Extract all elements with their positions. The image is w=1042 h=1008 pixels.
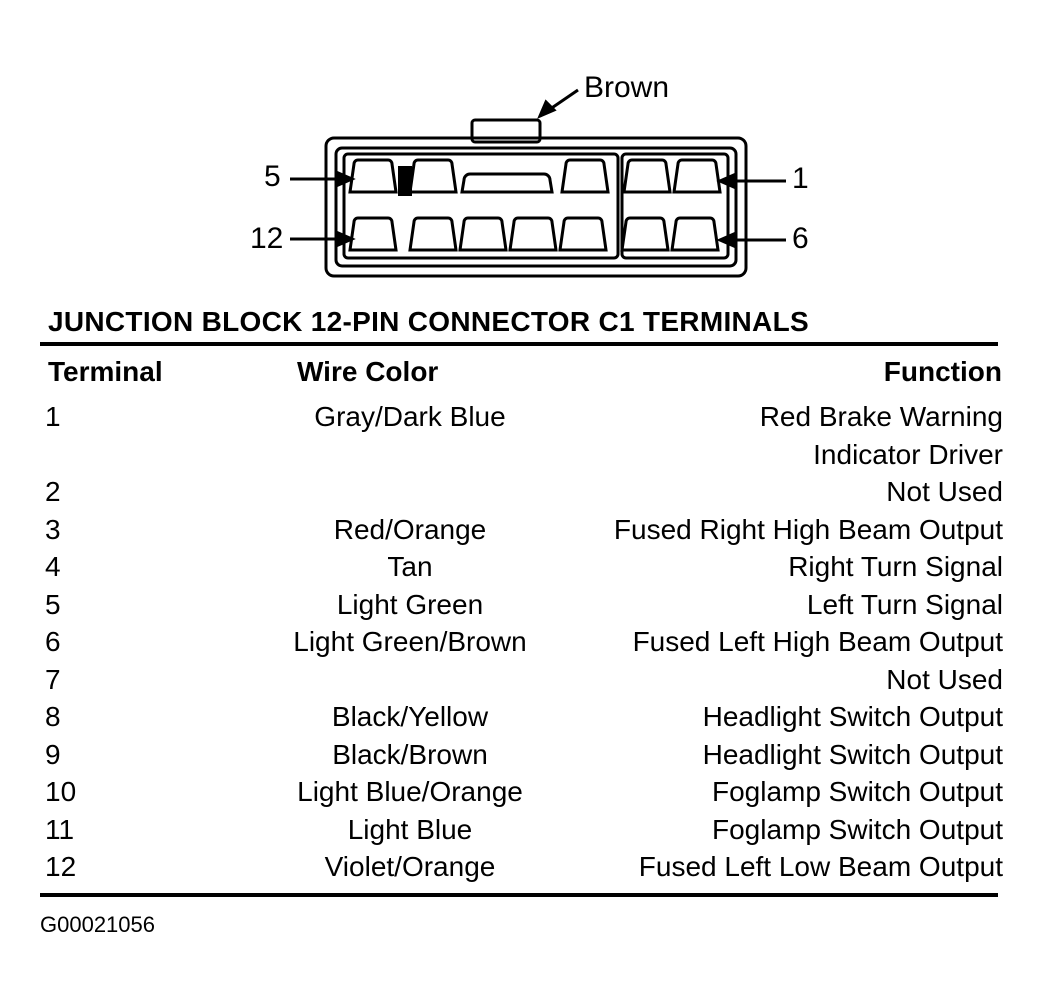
terminal-function: Fused Left High Beam Output <box>632 626 1003 657</box>
terminal-number: 3 <box>45 513 61 545</box>
terminal-number: 6 <box>45 626 61 657</box>
pin-12-cavity <box>348 216 398 252</box>
terminal-number: 9 <box>45 738 61 770</box>
table-row: 3 Red/Orange Fused Right High Beam Output <box>45 511 1003 549</box>
terminal-number: 11 <box>45 813 75 845</box>
terminal-function: Not Used <box>886 476 1003 507</box>
terminal-function: Foglamp Switch Output <box>711 776 1003 807</box>
terminal-number: 10 <box>45 776 77 807</box>
terminal-number: 4 <box>45 551 61 582</box>
wire-color: Gray/Dark Blue <box>314 401 506 432</box>
wire-color: Light Green <box>336 588 484 620</box>
pin-8-cavity <box>558 216 608 252</box>
pin-3-cavity <box>460 172 554 194</box>
connector-key <box>398 166 412 196</box>
pin-11-cavity <box>408 216 458 252</box>
brown-callout-arrowhead <box>537 99 557 119</box>
connector-housing <box>324 136 748 278</box>
terminal-function: Headlight Switch Output <box>702 738 1003 770</box>
terminal-function: Red Brake Warning <box>759 401 1003 432</box>
wire-color: Black/Yellow <box>331 701 489 732</box>
pin-9-cavity <box>508 216 558 252</box>
wire-color: Light Green/Brown <box>293 626 527 657</box>
table-row: 8 Black/Yellow Headlight Switch Output <box>45 698 1003 736</box>
table-row: 10 Light Blue/Orange Foglamp Switch Output <box>45 773 1003 811</box>
terminal-function: Not Used <box>886 663 1003 695</box>
table-row: 4 Tan Right Turn Signal <box>45 548 1003 586</box>
pin-4-cavity <box>408 158 458 194</box>
terminal-function: Headlight Switch Output <box>702 701 1003 732</box>
connector-diagram <box>290 88 786 278</box>
terminal-function: Left Turn Signal <box>806 588 1003 620</box>
pin-5-cavity <box>348 158 398 194</box>
connector-housing-inner <box>334 146 738 268</box>
table-row: 2 Not Used <box>45 473 1003 511</box>
terminal-number: 7 <box>45 663 61 695</box>
terminal-function: Fused Right High Beam Output <box>613 513 1003 545</box>
terminal-function: Indicator Driver <box>813 438 1003 470</box>
table-row: 6 Light Green/Brown Fused Left High Beam O… <box>45 623 1003 661</box>
terminal-function: Fused Left Low Beam Output <box>638 851 1003 882</box>
terminal-function: Right Turn Signal <box>788 551 1003 582</box>
terminal-number: 2 <box>45 476 61 507</box>
pin-6-label: 6 <box>792 222 809 255</box>
table-row: 5 Light Green Left Turn Signal <box>45 586 1003 624</box>
terminal-number: 12 <box>45 851 77 882</box>
pin-1-cavity <box>672 158 722 194</box>
wire-color: Black/Brown <box>332 738 488 770</box>
pin-10-cavity <box>458 216 508 252</box>
pin-2-cavity <box>560 158 610 194</box>
wire-color: Red/Orange <box>333 513 487 545</box>
terminal-number: 1 <box>45 401 61 432</box>
wire-color: Tan <box>387 551 433 582</box>
table-row: 9 Black/Brown Headlight Switch Output <box>45 736 1003 774</box>
brown-callout-label: Brown <box>584 71 670 104</box>
wire-color: Light Blue/Orange <box>297 776 523 807</box>
bottom-rule <box>40 893 998 897</box>
terminal-number: 8 <box>45 701 61 732</box>
pin-12-label: 12 <box>250 222 284 255</box>
table-row: Indicator Driver <box>45 436 1003 474</box>
wire-color: Light Blue <box>347 813 473 845</box>
pin-1b-cavity <box>622 158 672 194</box>
figure-code: G00021056 <box>40 912 155 937</box>
table-row: 11 Light Blue Foglamp Switch Output <box>45 811 1003 849</box>
table-title: JUNCTION BLOCK 12-PIN CONNECTOR C1 TERMI… <box>48 306 809 337</box>
table-row: 12 Violet/Orange Fused Left Low Beam Outpu… <box>45 848 1003 886</box>
wire-color: Violet/Orange <box>324 851 496 882</box>
pin-7-cavity <box>620 216 670 252</box>
terminal-function: Foglamp Switch Output <box>711 813 1003 845</box>
table-row: 1 Gray/Dark Blue Red Brake Warning <box>45 398 1003 436</box>
pin-cavities <box>348 158 722 252</box>
pin-1-label: 1 <box>792 162 809 195</box>
header-function: Function <box>883 356 1002 387</box>
connector-locking-tab <box>470 118 542 144</box>
pin-5-label: 5 <box>264 160 281 193</box>
pin-6-cavity <box>670 216 720 252</box>
header-terminal: Terminal <box>48 356 163 387</box>
header-wire-color: Wire Color <box>297 356 439 387</box>
table-row: 7 Not Used <box>45 661 1003 699</box>
title-rule <box>40 342 998 346</box>
terminal-number: 5 <box>45 588 61 620</box>
